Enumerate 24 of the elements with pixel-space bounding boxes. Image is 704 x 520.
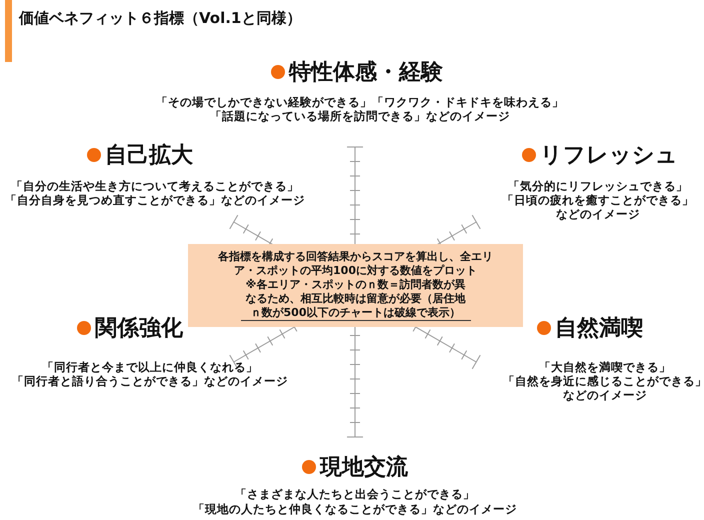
note-text: 各指標を構成する回答結果からスコアを算出し、全エリア・スポットの平均100に対する数値をプロット xyxy=(217,250,494,278)
axis-description: 「話題になっている場所を訪問できる」などのイメージ xyxy=(210,109,510,124)
axis-description: 「気分的にリフレッシュできる」 xyxy=(508,179,688,194)
axis-heading: 自然満喫 xyxy=(555,315,643,343)
axis-heading: 自己拡大 xyxy=(105,142,193,170)
axis-description: 「現地の人たちと仲良くなることができる」などのイメージ xyxy=(193,502,517,517)
axis-description: 「自分の生活や生き方について考えることができる」 xyxy=(11,179,299,194)
axis-heading: 関係強化 xyxy=(95,315,183,343)
axis-description: 「同行者と語り合うことができる」などのイメージ xyxy=(12,374,288,389)
axis-description: 「その場でしかできない経験ができる」「ワクワク・ドキドキを味わえる」 xyxy=(156,95,564,110)
axis-description: 「日頃の疲れを癒すことができる」 xyxy=(502,193,694,208)
axis-description: 「自然を身近に感じることができる」 xyxy=(503,374,704,389)
axis-description: 「さまざまな人たちと出会うことができる」 xyxy=(235,487,475,502)
axis-description: 「大自然を満喫できる」 xyxy=(539,360,671,375)
axis-heading: リフレッシュ xyxy=(540,142,678,170)
axis-description: などのイメージ xyxy=(563,388,647,403)
axis-description: 「同行者と今まで以上に仲良くなれる」 xyxy=(42,360,258,375)
axis-heading: 特性体感・経験 xyxy=(289,59,443,87)
axis-description: 「自分自身を見つめ直すことができる」などのイメージ xyxy=(5,193,305,208)
note-remark: ※各エリア・スポットのｎ数＝訪問者数が異なるため、相互比較時は留意が必要（居住地ｎ数が500以下のチャートは破線で表示） xyxy=(240,278,470,321)
axis-description: などのイメージ xyxy=(556,207,640,222)
note-box xyxy=(188,244,523,327)
title: 価値ベネフィット６指標（Vol.1と同様） xyxy=(19,9,302,28)
axis-heading: 現地交流 xyxy=(320,454,408,482)
